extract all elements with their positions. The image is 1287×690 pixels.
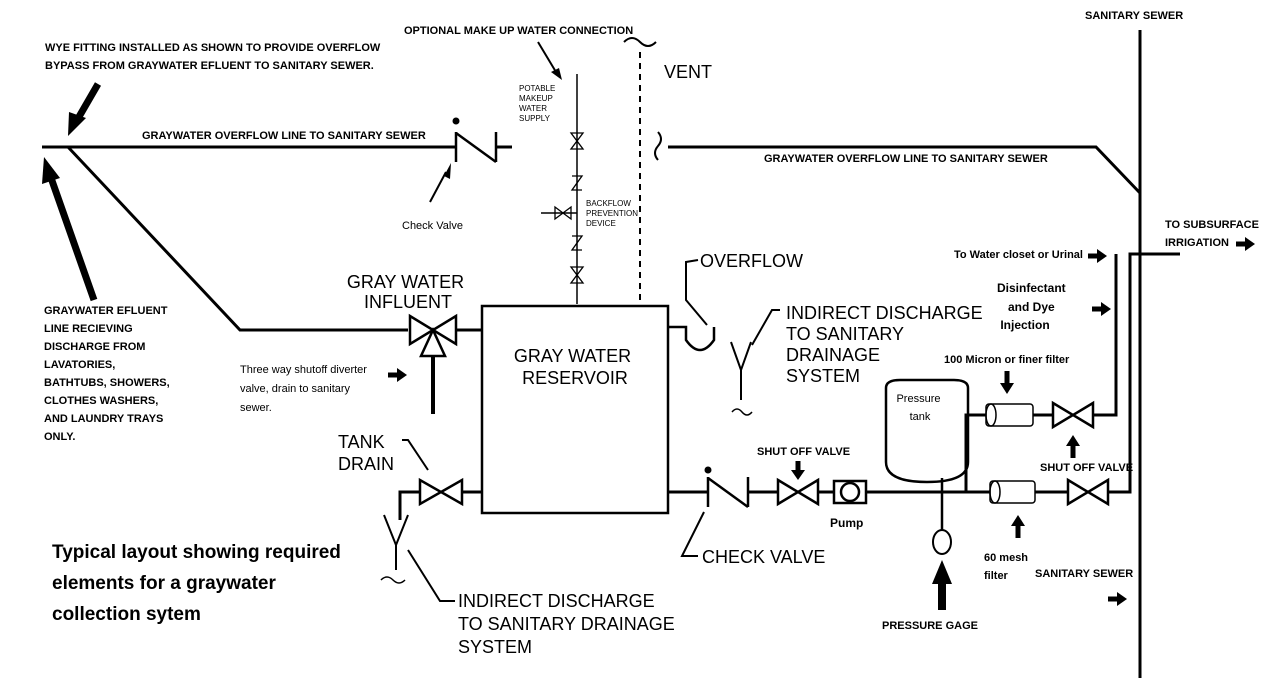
potable-valve-1 bbox=[569, 132, 585, 150]
pump bbox=[832, 479, 868, 505]
backflow-label: BACKFLOW PREVENTION DEVICE bbox=[586, 199, 640, 228]
wye-arrow bbox=[68, 82, 102, 136]
upper-valve-to-riser bbox=[1093, 254, 1118, 417]
makeup-pointer bbox=[537, 41, 557, 73]
effluent-line-label: GRAYWATER EFLUENT LINE RECIEVING DISCHAR… bbox=[44, 305, 173, 443]
sanitary-sewer-top-label: SANITARY SEWER bbox=[1085, 10, 1183, 22]
effluent-arrow bbox=[42, 157, 98, 302]
water-closet-arrow bbox=[1088, 249, 1107, 263]
backflow-valve bbox=[554, 205, 572, 221]
to-subsurface-label: TO SUBSURFACE IRRIGATION bbox=[1165, 219, 1262, 249]
vent-label: VENT bbox=[664, 62, 712, 82]
tank-drain-break bbox=[380, 576, 406, 584]
wye-label-1: WYE FITTING INSTALLED AS SHOWN TO PROVID… bbox=[45, 42, 381, 54]
micron-filter bbox=[985, 403, 1034, 427]
pressure-gage-label: PRESSURE GAGE bbox=[882, 620, 978, 632]
disinfectant-arrow bbox=[1092, 302, 1111, 316]
upper-branch-line bbox=[964, 413, 986, 492]
influent-diagonal-line bbox=[66, 145, 408, 332]
check-valve-top bbox=[452, 117, 498, 164]
overflow-line-right bbox=[668, 145, 1142, 195]
gray-water-reservoir bbox=[480, 304, 670, 515]
tank-drain-fitting bbox=[383, 514, 409, 570]
disinfectant-label: Disinfectant and Dye Injection bbox=[997, 281, 1069, 332]
tank-drain-pointer bbox=[402, 439, 429, 471]
makeup-arrowhead bbox=[551, 68, 562, 80]
overflow-line-right-label: GRAYWATER OVERFLOW LINE TO SANITARY SEWE… bbox=[764, 153, 1048, 165]
three-way-label: Three way shutoff diverter valve, drain … bbox=[240, 364, 370, 414]
pipe-break-mark bbox=[654, 131, 662, 161]
indirect-discharge-fitting bbox=[730, 341, 752, 400]
tank-drain-label: TANK DRAIN bbox=[338, 432, 394, 474]
check-valve-arrowhead bbox=[444, 163, 451, 179]
lower-valve-to-riser bbox=[1108, 252, 1180, 494]
overflow-line-left-label: GRAYWATER OVERFLOW LINE TO SANITARY SEWE… bbox=[142, 130, 426, 142]
sanitary-sewer-bottom-label: SANITARY SEWER bbox=[1035, 568, 1133, 580]
optional-makeup-label: OPTIONAL MAKE UP WATER CONNECTION bbox=[404, 25, 633, 37]
check-valve-big-pointer bbox=[680, 511, 705, 557]
vent-break-mark bbox=[623, 37, 657, 47]
subsurface-arrow bbox=[1236, 237, 1255, 251]
potable-label: POTABLE MAKEUP WATER SUPPLY bbox=[519, 84, 558, 123]
check-valve-pointer bbox=[429, 171, 447, 203]
pressure-tank bbox=[884, 378, 970, 484]
shut-off-valve-mid bbox=[776, 477, 820, 507]
three-way-valve bbox=[408, 313, 458, 414]
indirect-discharge-bottom-label: INDIRECT DISCHARGE TO SANITARY DRAINAGE … bbox=[458, 591, 680, 657]
pressure-gage-arrow bbox=[932, 560, 952, 610]
check-valve-bottom bbox=[704, 466, 750, 509]
upper-valve-arrow bbox=[1066, 435, 1080, 458]
pump-label: Pump bbox=[830, 516, 863, 530]
shut-off-mid-arrow bbox=[791, 461, 805, 480]
micron-filter-arrow bbox=[1000, 371, 1014, 394]
overflow-pipe bbox=[668, 325, 716, 352]
backflow-z-2 bbox=[570, 235, 584, 251]
indirect-discharge-break bbox=[731, 408, 753, 416]
wye-label-2: BYPASS FROM GRAYWATER EFLUENT TO SANITAR… bbox=[45, 60, 374, 72]
pressure-gage bbox=[932, 529, 952, 555]
shut-off-valve-mid-label: SHUT OFF VALVE bbox=[757, 446, 850, 458]
tank-drain-pipe bbox=[398, 490, 420, 520]
mesh-filter-label: 60 mesh filter bbox=[984, 552, 1031, 582]
mesh-filter bbox=[989, 480, 1036, 504]
upper-shut-off-valve bbox=[1051, 400, 1095, 430]
check-valve-big-label: CHECK VALVE bbox=[702, 547, 825, 567]
indirect-pointer bbox=[751, 309, 780, 346]
micron-filter-label: 100 Micron or finer filter bbox=[944, 354, 1070, 366]
gray-water-influent-label: GRAY WATER INFLUENT bbox=[347, 272, 469, 312]
overflow-pointer bbox=[685, 259, 708, 326]
backflow-z-1 bbox=[570, 175, 584, 191]
indirect-bottom-pointer bbox=[407, 549, 455, 602]
pressure-tank-label: Pressure tank bbox=[896, 393, 943, 423]
tank-drain-valve bbox=[418, 477, 464, 507]
mesh-filter-arrow bbox=[1011, 515, 1025, 538]
potable-valve-2 bbox=[569, 266, 585, 284]
overflow-label: OVERFLOW bbox=[700, 251, 803, 271]
shut-off-valve-right bbox=[1066, 477, 1110, 507]
sanitary-sewer-arrow bbox=[1108, 592, 1127, 606]
typical-layout-label: Typical layout showing required elements… bbox=[52, 542, 346, 625]
to-water-closet-label: To Water closet or Urinal bbox=[954, 249, 1083, 261]
reservoir-label: GRAY WATER RESERVOIR bbox=[514, 346, 636, 388]
three-way-arrow bbox=[388, 368, 407, 382]
check-valve-small-label: Check Valve bbox=[402, 220, 463, 232]
indirect-discharge-right-label: INDIRECT DISCHARGE TO SANITARY DRAINAGE … bbox=[786, 303, 988, 386]
shut-off-valve-right-label: SHUT OFF VALVE bbox=[1040, 462, 1133, 474]
